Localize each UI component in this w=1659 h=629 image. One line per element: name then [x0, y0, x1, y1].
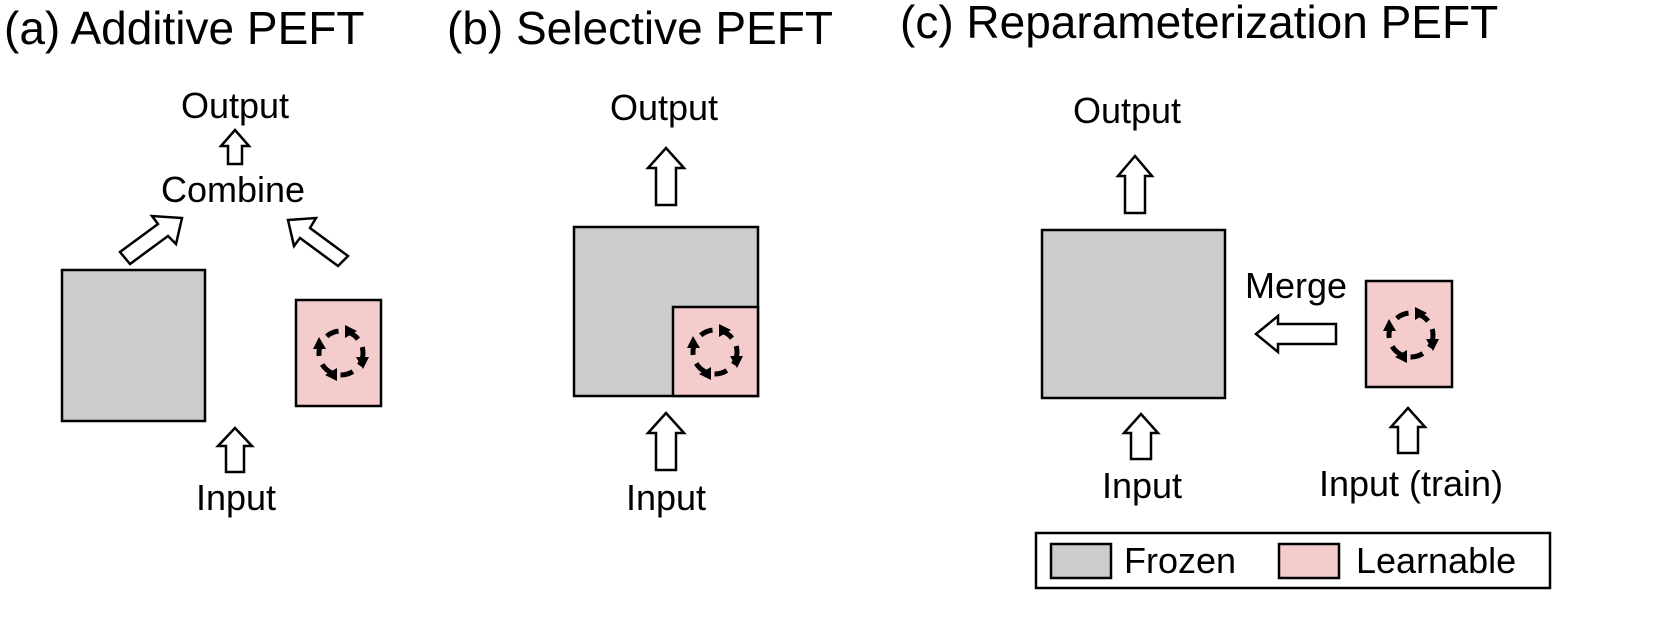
- panel-a-learnable-block: [294, 298, 383, 408]
- panel-b-title: (b) Selective PEFT: [447, 2, 833, 54]
- panel-c-output-arrow-icon: [1115, 154, 1155, 215]
- panel-b-input-label: Input: [626, 477, 706, 518]
- panel-a-output-arrow-icon: [218, 128, 252, 166]
- legend-learnable-swatch: [1277, 542, 1341, 580]
- legend-learnable-label: Learnable: [1356, 540, 1516, 581]
- panel-c-title: (c) Reparameterization PEFT: [900, 0, 1498, 48]
- panel-c-input-train-label: Input (train): [1319, 463, 1503, 504]
- panel-a-input-arrow-icon: [215, 426, 255, 474]
- panel-c-merge-arrow-icon: [1254, 313, 1338, 355]
- panel-b-input-arrow-icon: [645, 411, 687, 472]
- panel-c-learnable-block: [1364, 279, 1454, 389]
- panel-c-input-label: Input: [1102, 465, 1182, 506]
- panel-c-merge-label: Merge: [1245, 265, 1347, 306]
- panel-a-output-label: Output: [181, 85, 289, 126]
- legend-frozen-swatch: [1049, 542, 1113, 580]
- legend-frozen-label: Frozen: [1124, 540, 1236, 581]
- panel-a-combine-label: Combine: [161, 169, 305, 210]
- panel-b-learnable-block: [671, 305, 760, 398]
- panel-b-output-label: Output: [610, 87, 718, 128]
- panel-a-right-diagonal-arrow-icon: [286, 216, 350, 268]
- panel-c-frozen-block: [1040, 228, 1227, 400]
- panel-b-output-arrow-icon: [645, 146, 687, 207]
- panel-a-frozen-block: [60, 268, 207, 423]
- panel-additive: (a) Additive PEFT Output Combine Input: [4, 2, 383, 518]
- panel-reparameterization: (c) Reparameterization PEFT Output Merge…: [900, 0, 1503, 506]
- panel-a-title: (a) Additive PEFT: [4, 2, 364, 54]
- panel-c-output-label: Output: [1073, 90, 1181, 131]
- panel-a-left-diagonal-arrow-icon: [118, 214, 184, 266]
- panel-c-input-arrow-icon: [1121, 412, 1161, 461]
- panel-a-input-label: Input: [196, 477, 276, 518]
- legend: Frozen Learnable: [1034, 531, 1552, 590]
- panel-c-input-train-arrow-icon: [1388, 406, 1428, 455]
- panel-selective: (b) Selective PEFT Output Input: [447, 2, 833, 518]
